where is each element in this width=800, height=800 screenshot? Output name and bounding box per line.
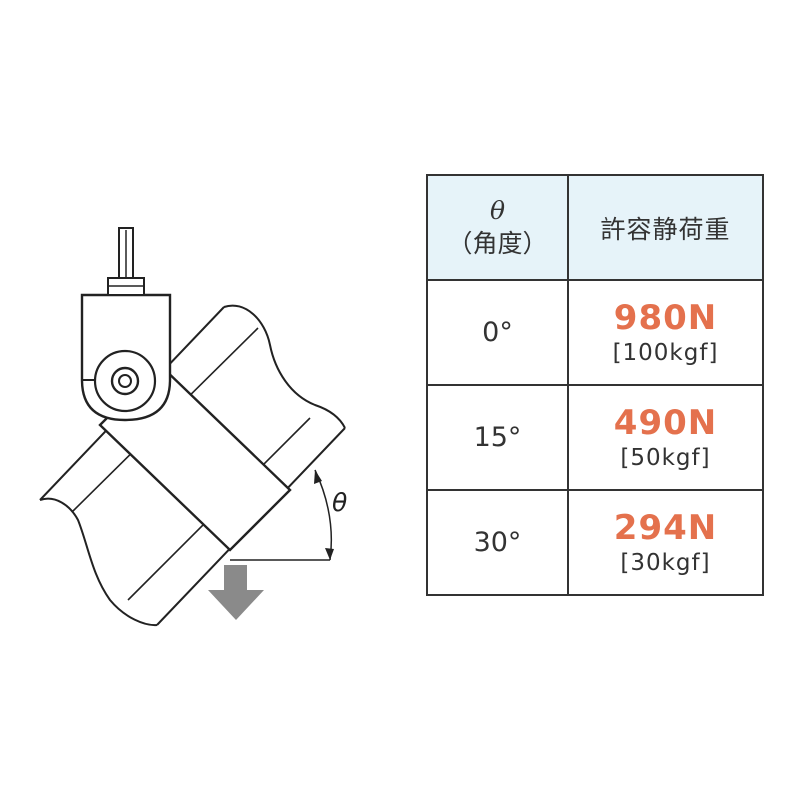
header-load-label: 許容静荷重	[600, 214, 731, 244]
clamp-diagram	[39, 227, 346, 627]
angle-symbol-label: θ	[332, 488, 348, 517]
angle-value: 0°	[482, 317, 513, 348]
header-load-cell: 許容静荷重	[567, 174, 764, 281]
load-cell: 294N [30kgf]	[567, 489, 764, 596]
table-row: 30° 294N [30kgf]	[426, 489, 764, 596]
header-angle-cell: θ （角度）	[426, 174, 569, 281]
table-header-row: θ （角度） 許容静荷重	[426, 174, 764, 281]
load-cell: 490N [50kgf]	[567, 384, 764, 491]
angle-value: 15°	[473, 422, 522, 453]
threaded-rod	[107, 227, 145, 296]
angle-arc	[314, 469, 333, 561]
load-kgf: [50kgf]	[620, 444, 711, 471]
angle-arc-arrow-top	[314, 470, 322, 484]
load-newton: 294N	[613, 507, 718, 548]
angle-cell: 30°	[426, 489, 569, 596]
pipe-break-left	[39, 497, 158, 627]
angle-cell: 0°	[426, 279, 569, 386]
load-kgf: [30kgf]	[620, 549, 711, 576]
angle-cell: 15°	[426, 384, 569, 491]
load-newton: 980N	[613, 297, 718, 338]
clamp-block	[80, 293, 172, 422]
table-row: 0° 980N [100kgf]	[426, 279, 764, 386]
table-row: 15° 490N [50kgf]	[426, 384, 764, 491]
angle-indicator	[230, 469, 334, 561]
load-cell: 980N [100kgf]	[567, 279, 764, 386]
header-angle-label: （角度）	[447, 228, 548, 258]
load-newton: 490N	[613, 402, 718, 443]
angle-arc-arrow-bottom	[325, 548, 334, 560]
load-arrow	[208, 565, 264, 620]
pivot-bolt	[110, 366, 140, 396]
load-kgf: [100kgf]	[612, 339, 719, 366]
pipe-break-right	[223, 304, 346, 429]
allowable-load-table: θ （角度） 許容静荷重 0° 980N [100kgf] 15° 490N […	[426, 174, 764, 596]
angle-value: 30°	[473, 527, 522, 558]
header-angle-symbol: θ	[489, 195, 506, 225]
